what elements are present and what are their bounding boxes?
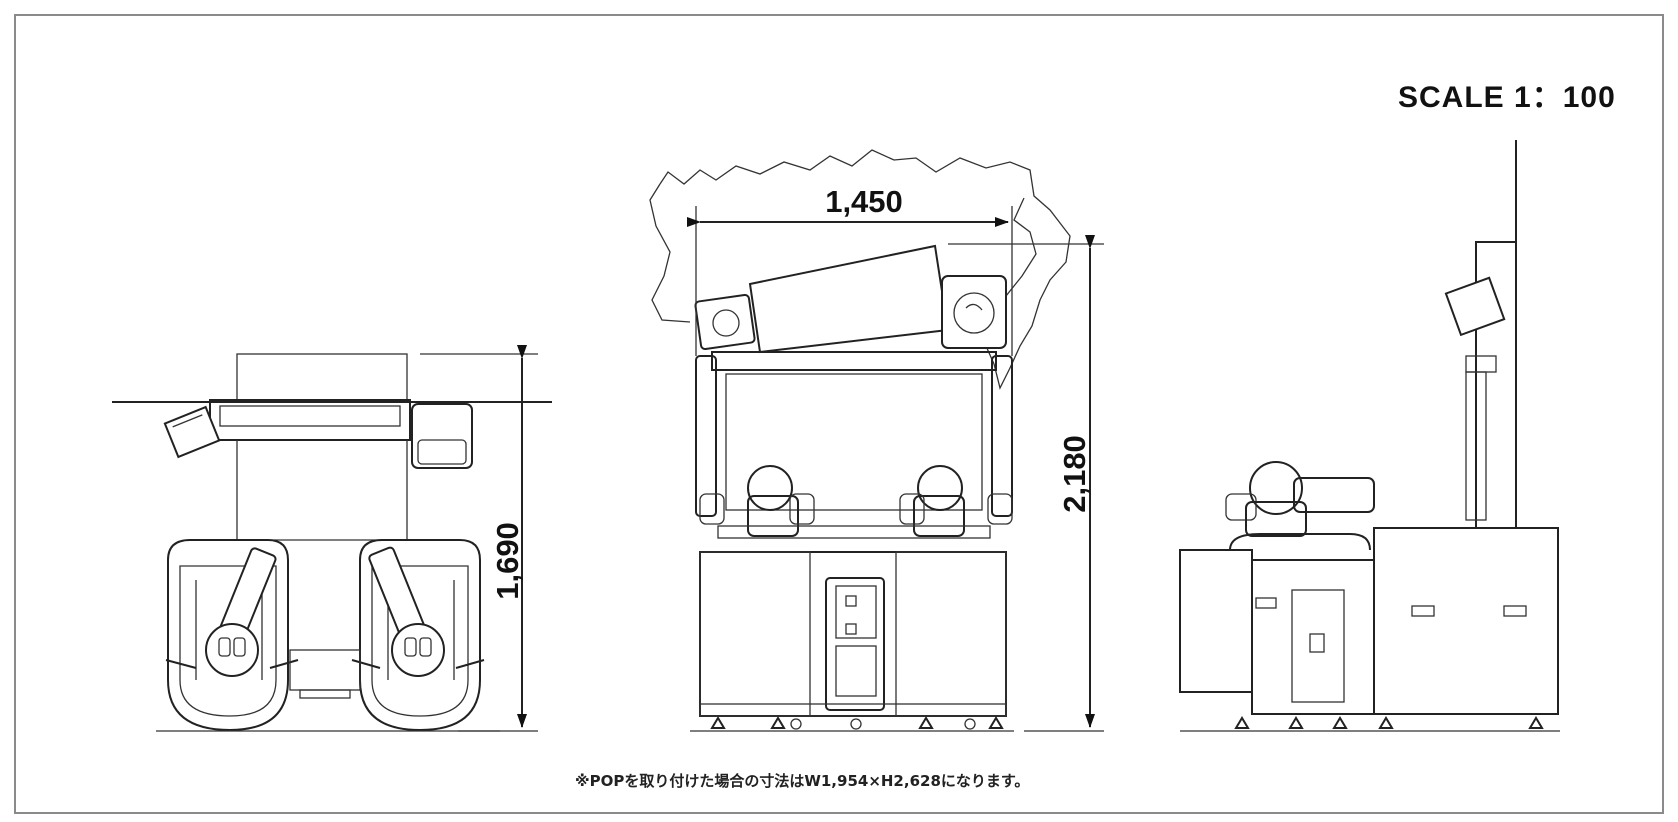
footnote: ※POPを取り付けた場合の寸法はW1,954×H2,628になります。 [575,772,1030,790]
front-view [649,149,1104,732]
dimension-height-label: 2,180 [1057,435,1092,513]
side-view [1179,140,1559,729]
drawing-frame [14,14,1664,814]
dimension-width-label: 1,450 [825,184,903,219]
top-view [112,345,552,732]
dimension-depth-label: 1,690 [490,522,525,600]
scale-label: SCALE 1：100 [1398,81,1616,114]
